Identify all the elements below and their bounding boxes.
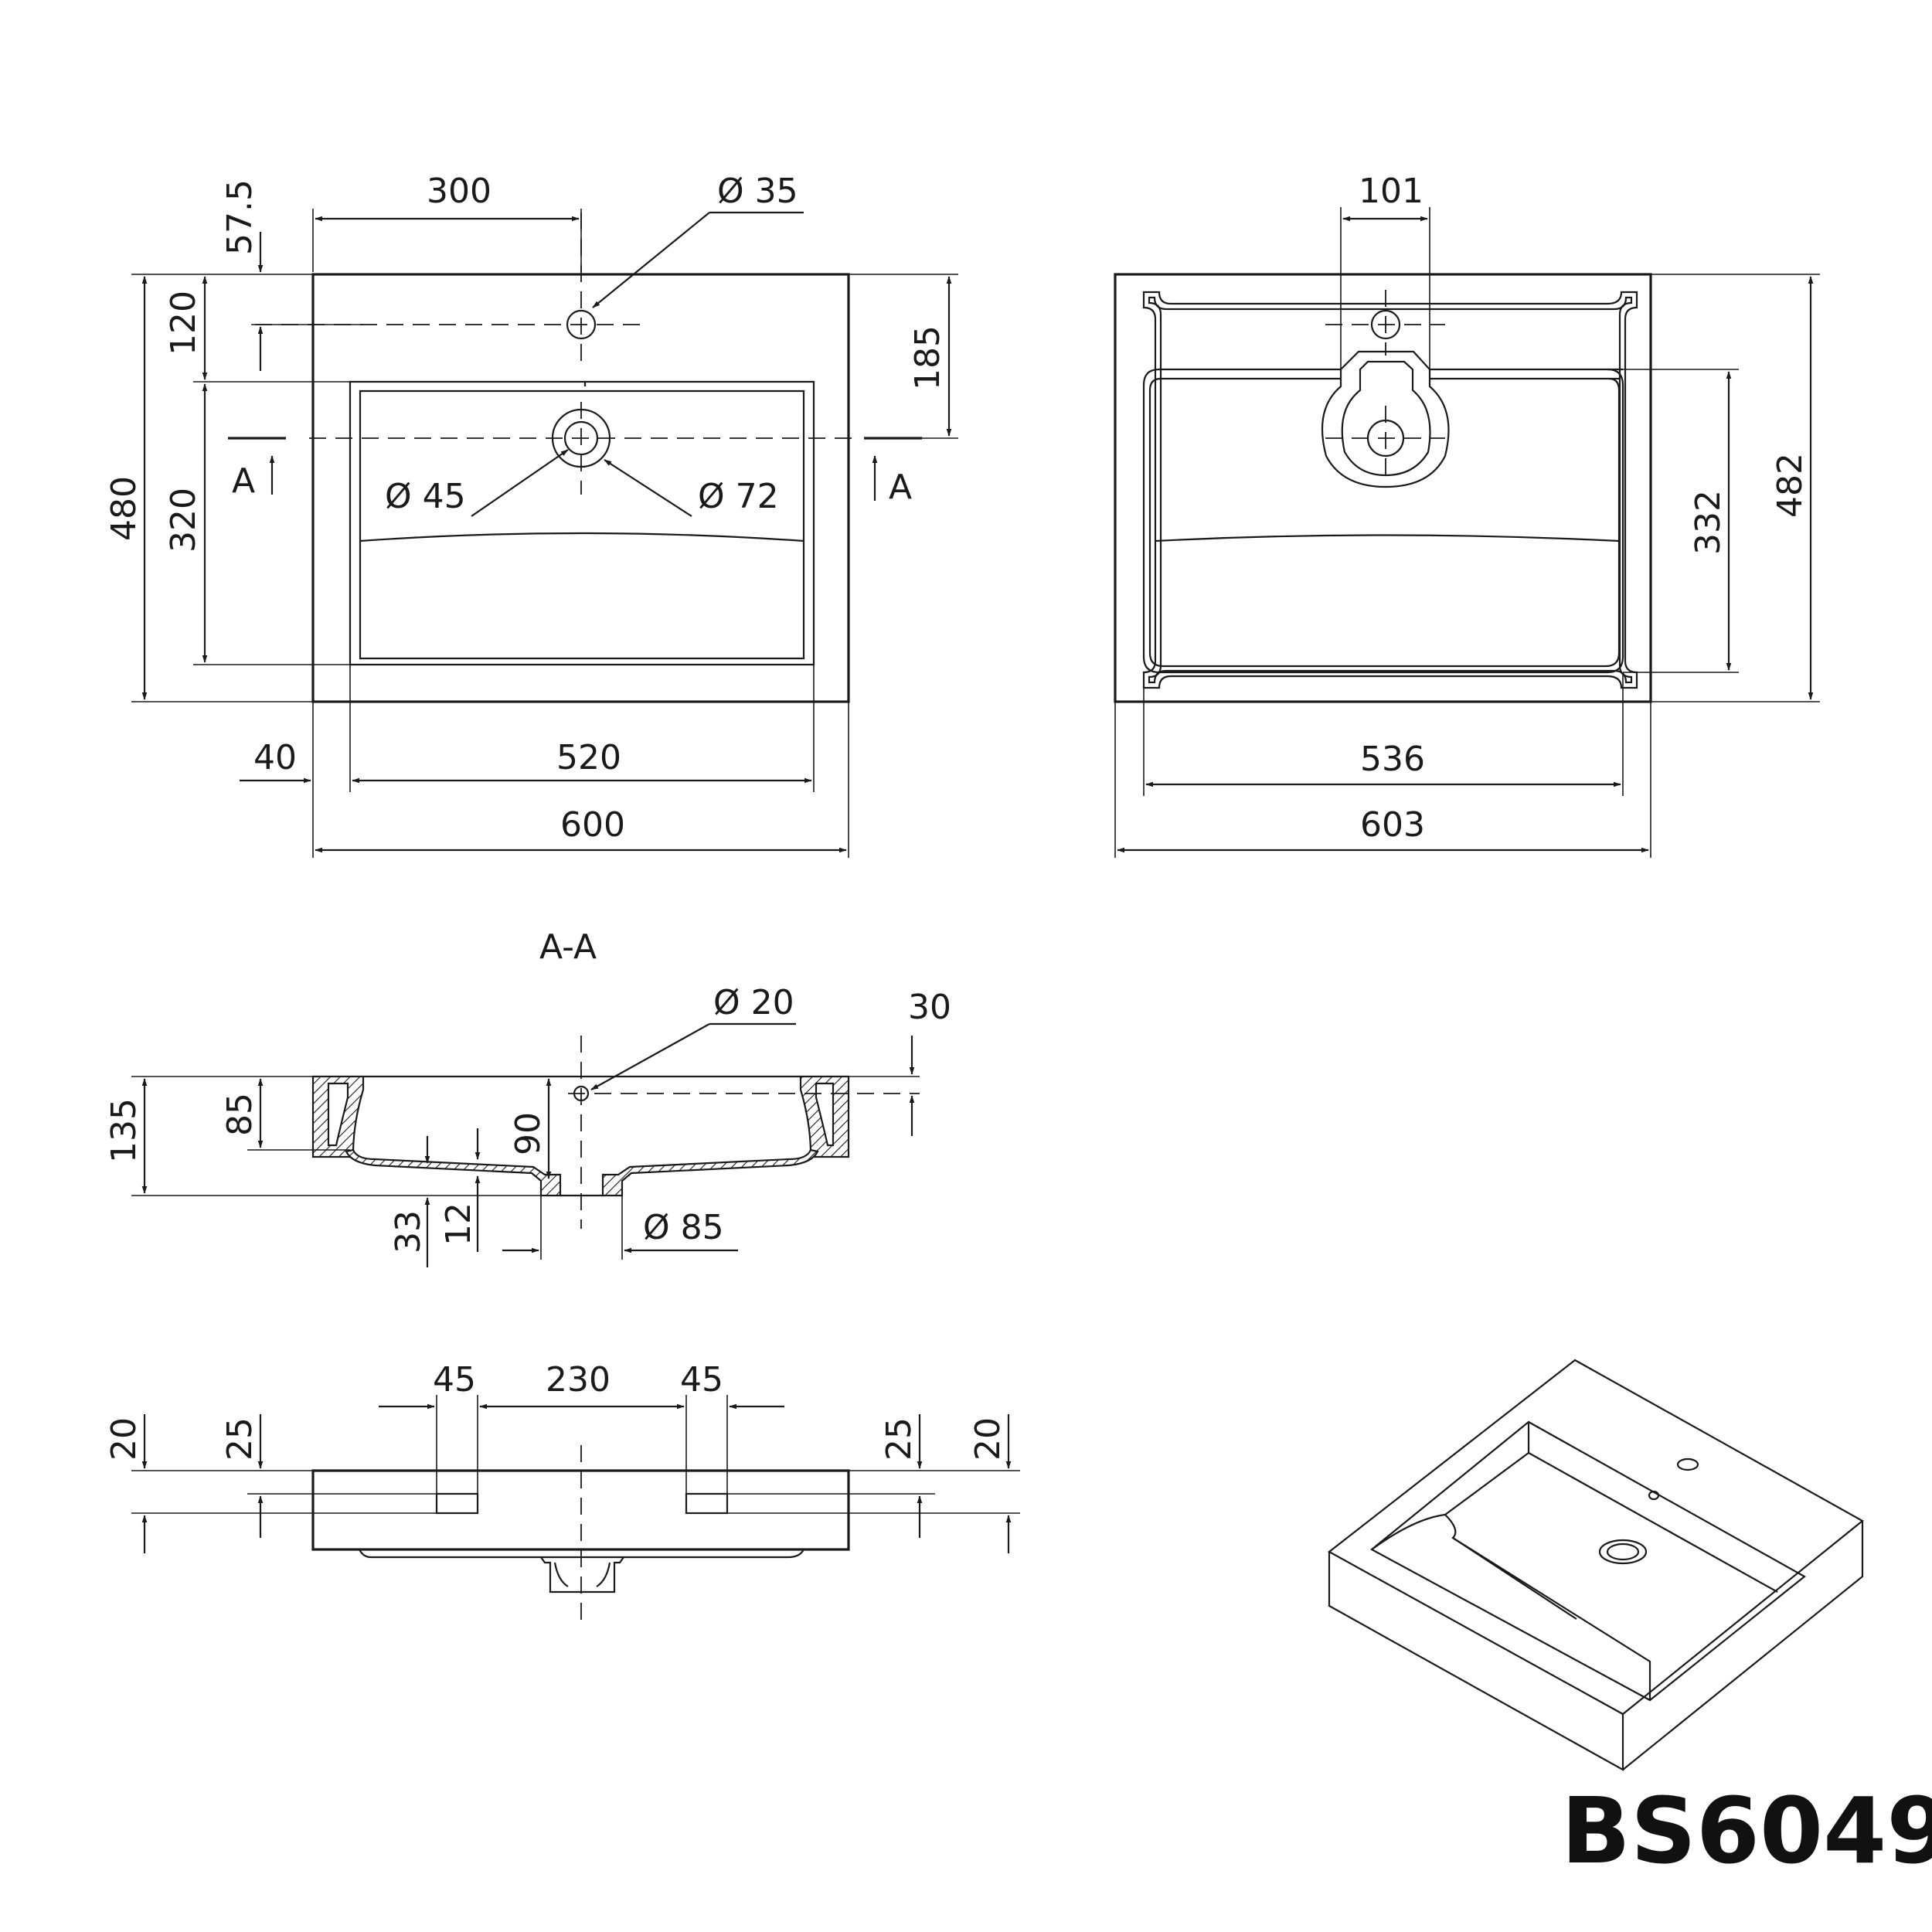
floor-left	[345, 1148, 562, 1197]
rim-outer	[1142, 291, 1638, 689]
dim-536: 536	[1360, 740, 1425, 779]
top-view: A A 300 Ø 35 Ø 45 Ø 72 57.5 120 480 320	[104, 172, 958, 858]
dim-482: 482	[1770, 453, 1810, 518]
dim-101: 101	[1359, 172, 1423, 211]
dim-85: 85	[220, 1093, 260, 1136]
mount-slot-left	[435, 1492, 479, 1515]
dim-20-right: 20	[968, 1417, 1008, 1461]
dim-57-5: 57.5	[220, 179, 260, 255]
isometric-view	[1328, 1359, 1864, 1771]
drain-boss-inner	[1341, 360, 1431, 477]
dim-d72: Ø 72	[698, 477, 779, 516]
wall-right	[799, 1075, 850, 1158]
iso-tap-hole	[1676, 1458, 1699, 1471]
dim-90: 90	[509, 1112, 548, 1155]
section-title: A-A	[539, 927, 597, 967]
dim-135: 135	[104, 1098, 144, 1163]
dim-185: 185	[908, 325, 947, 390]
tap-hole-bottom	[1370, 309, 1401, 340]
dim-332: 332	[1689, 490, 1728, 555]
bottom-outline	[1114, 273, 1652, 703]
model-name: BS6049	[1561, 1777, 1932, 1884]
bowl-outer	[1142, 368, 1624, 674]
dim-25-right: 25	[879, 1417, 919, 1461]
dim-d45: Ø 45	[385, 477, 466, 516]
dim-33: 33	[389, 1210, 428, 1253]
dim-45-right: 45	[680, 1360, 723, 1400]
dim-520: 520	[556, 738, 621, 777]
dim-320: 320	[164, 488, 203, 553]
tap-hole	[566, 309, 597, 340]
dim-300: 300	[427, 172, 492, 211]
dim-30: 30	[908, 988, 951, 1027]
bowl-inner	[1148, 377, 1621, 668]
iso-front-face	[1328, 1552, 1624, 1771]
side-outline	[311, 1469, 850, 1551]
dim-12: 12	[439, 1202, 478, 1246]
dim-d20: Ø 20	[713, 983, 794, 1022]
dim-25-left: 25	[220, 1417, 260, 1461]
section-view: A-A Ø 20 30 135 85 90	[104, 927, 951, 1267]
dim-230: 230	[546, 1360, 611, 1400]
iso-top	[1328, 1359, 1864, 1716]
mount-slot-right	[685, 1492, 729, 1515]
section-marker-left: A	[232, 461, 255, 501]
iso-basin-rim	[1370, 1420, 1806, 1702]
dim-600: 600	[560, 805, 625, 845]
dim-20-left: 20	[104, 1417, 144, 1461]
side-view: 45 230 45 20 25 25 20	[104, 1360, 1020, 1623]
iso-drain-inner	[1606, 1543, 1640, 1561]
section-marker-right: A	[889, 468, 912, 507]
rim-inner	[1148, 296, 1633, 684]
iso-overflow	[1648, 1490, 1660, 1501]
floor-right	[601, 1148, 819, 1197]
dim-d85: Ø 85	[643, 1208, 724, 1247]
bottom-view: 101 332 482 536 603	[1114, 172, 1820, 858]
drain-spout	[540, 1556, 624, 1594]
basin-outer	[349, 380, 815, 666]
dim-603: 603	[1360, 805, 1425, 845]
drain-boss-outer	[1321, 350, 1450, 488]
basin-inner	[359, 389, 805, 660]
dim-120: 120	[164, 291, 203, 355]
wall-left	[311, 1075, 365, 1158]
dim-480: 480	[104, 476, 144, 541]
basin-slope	[359, 532, 804, 543]
iso-right-face	[1622, 1521, 1864, 1770]
bowl-slope	[1155, 534, 1620, 543]
dim-45-left: 45	[433, 1360, 476, 1400]
iso-drain-outer	[1598, 1539, 1648, 1565]
dim-40: 40	[253, 738, 297, 777]
iso-basin-slope	[1371, 1513, 1651, 1700]
dim-d35: Ø 35	[717, 172, 798, 211]
